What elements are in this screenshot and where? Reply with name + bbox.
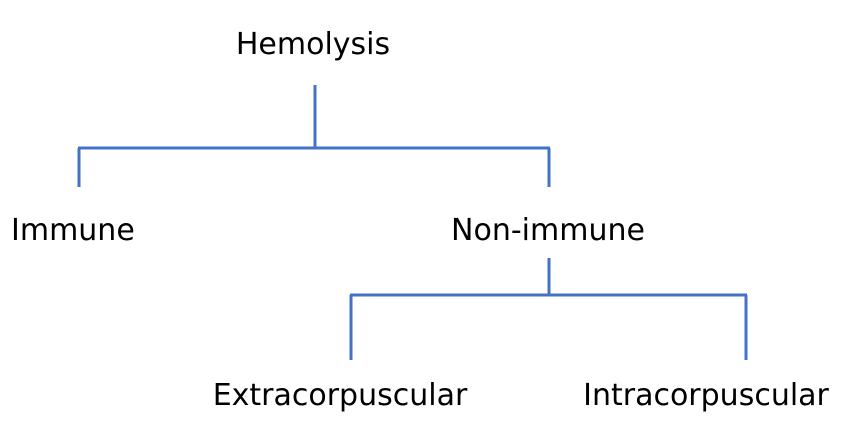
node-intracorpuscular: Intracorpuscular (583, 378, 829, 413)
node-non-immune: Non-immune (451, 213, 645, 248)
node-hemolysis: Hemolysis (236, 27, 390, 62)
node-extracorpuscular: Extracorpuscular (213, 378, 468, 413)
node-immune: Immune (11, 213, 135, 248)
